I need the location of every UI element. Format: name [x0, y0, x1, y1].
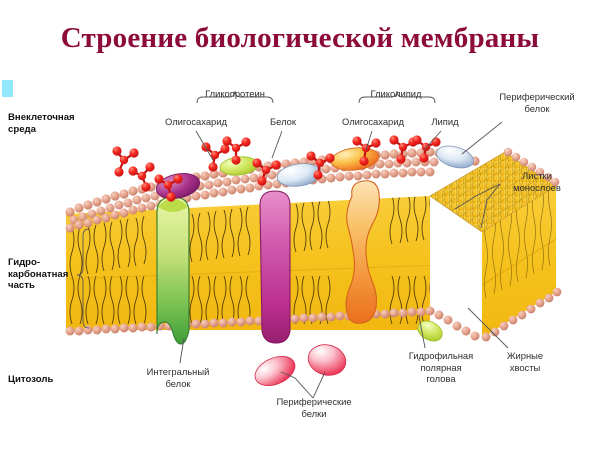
peripheral-protein-pink-left — [254, 355, 296, 387]
lipid-heads-right-bottom — [481, 287, 562, 342]
membrane-top-face — [430, 152, 556, 232]
oligosaccharide-chains — [116, 140, 436, 197]
peripheral-protein-pink-right — [307, 344, 347, 376]
label-oligosaccharide-right: Олигосахарид — [342, 116, 404, 127]
label-protein: Белок — [270, 116, 296, 127]
cyan-marker-artifact — [2, 80, 13, 97]
label-hydrocarbon: Гидро- карбонатная часть — [8, 257, 69, 292]
label-integral-protein: Интегральный белок — [146, 366, 210, 389]
label-peripheral-protein-top: Периферический белок — [499, 91, 575, 114]
label-glycolipid: Гликолипид — [370, 88, 422, 99]
fatty-tails-upper — [69, 196, 430, 277]
label-oligosaccharide-left: Олигосахарид — [165, 116, 227, 127]
integral-protein-green — [156, 196, 190, 345]
label-peripheral-proteins-bottom: Периферические белки — [276, 396, 352, 419]
lipid-heads-inner-surface — [65, 306, 480, 341]
glycolipid-head-green — [219, 156, 259, 176]
label-glycoprotein: Гликопротеин — [205, 88, 265, 99]
label-lipid: Липид — [431, 116, 459, 127]
peripheral-protein-orange-top — [330, 147, 380, 171]
label-cytosol: Цитозоль — [8, 374, 54, 385]
peripheral-protein-blue-top — [276, 163, 322, 187]
membrane-bilayer-slab — [66, 196, 430, 330]
integral-protein-orange — [345, 180, 380, 324]
label-hydrophilic-head: Гидрофильная полярная голова — [408, 350, 474, 385]
peripheral-protein-violet-top — [155, 173, 201, 199]
label-extracellular: Внеклеточная среда — [8, 112, 75, 135]
page-title: Строение биологической мембраны — [60, 22, 540, 54]
label-monolayer-leaflets: Листки монослоев — [513, 170, 561, 193]
integral-protein-magenta — [259, 190, 291, 344]
oligosaccharide-beads — [112, 135, 441, 202]
fatty-tails-lower — [69, 275, 430, 325]
peripheral-protein-blue-right — [436, 145, 474, 169]
lipid-heads-outer-surface — [65, 147, 480, 233]
label-fatty-tails: Жирные хвосты — [506, 350, 544, 373]
glycolipid-head-green-2 — [417, 320, 443, 342]
